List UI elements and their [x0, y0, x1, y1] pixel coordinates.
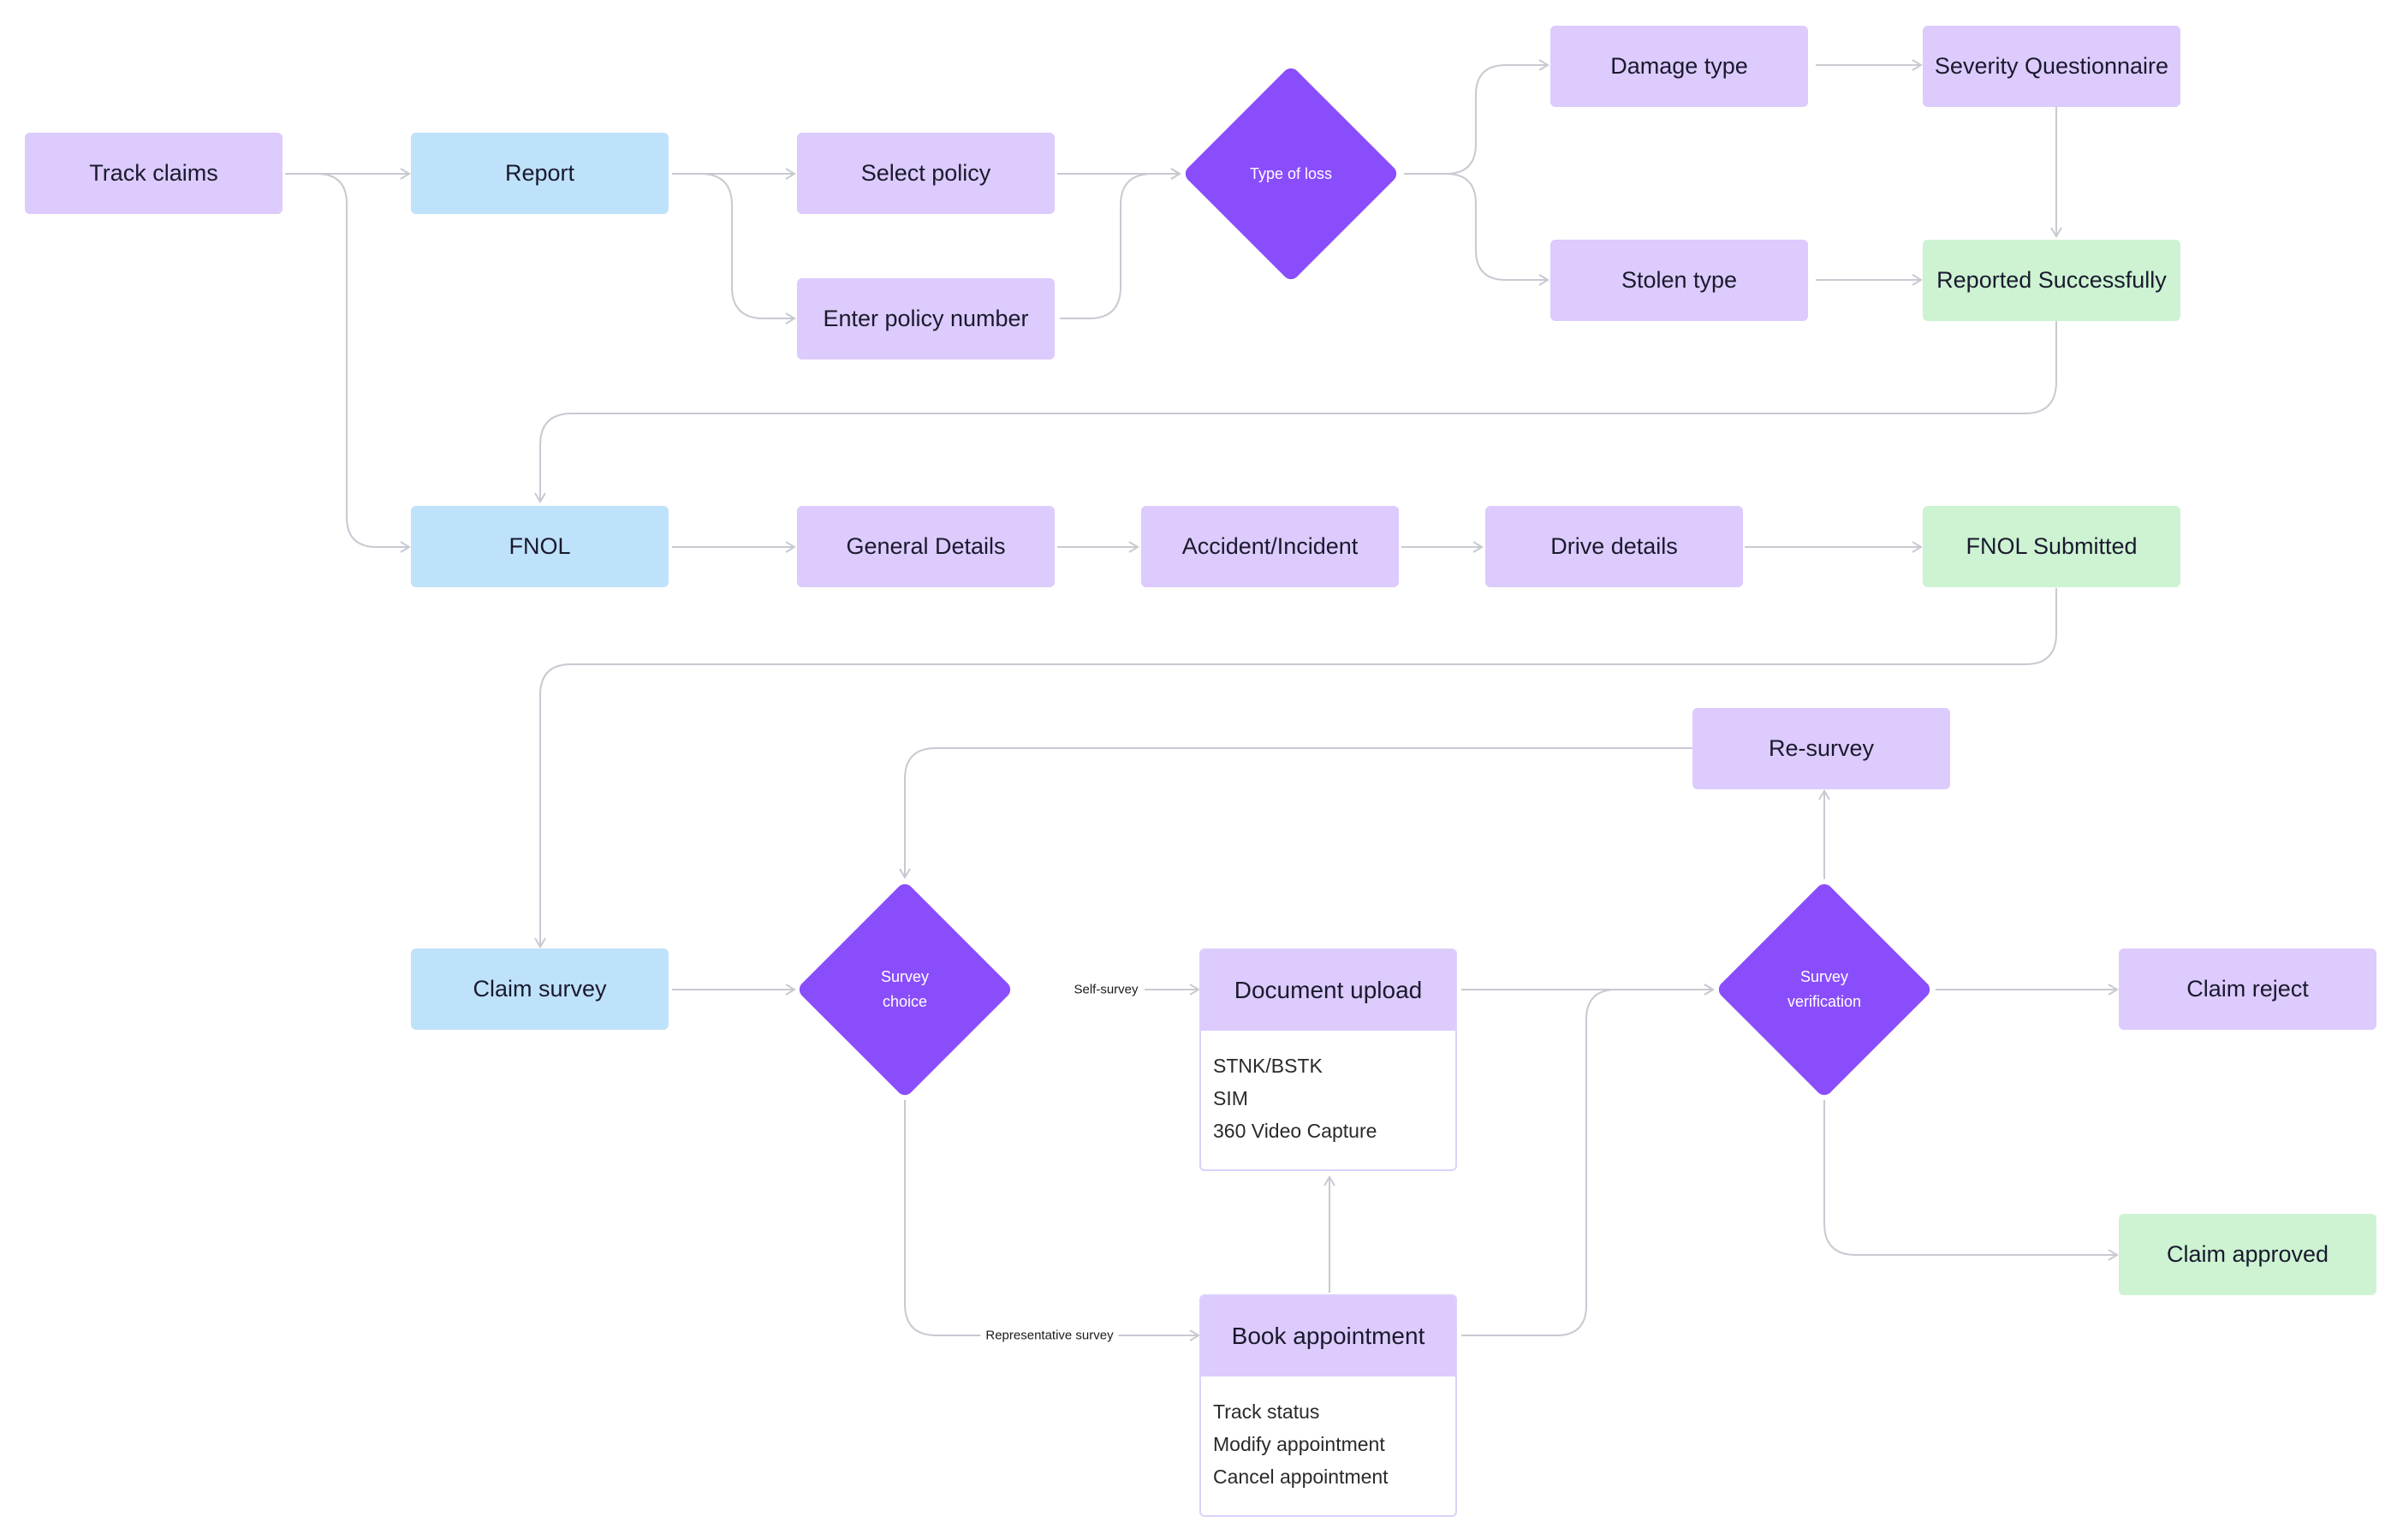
node-select-policy[interactable]: Select policy: [797, 133, 1055, 214]
edge-verification-approved: [1823, 1100, 2119, 1261]
list-item: STNK/BSTK: [1213, 1055, 1323, 1077]
node-drive-details[interactable]: Drive details: [1485, 506, 1743, 587]
node-severity-questionnaire[interactable]: Severity Questionnaire: [1923, 26, 2180, 107]
edge-enter-loss: [1060, 168, 1181, 319]
edge-report-enter: [672, 173, 796, 324]
edge-label-self-survey: Self-survey: [1068, 982, 1144, 997]
node-enter-policy-number[interactable]: Enter policy number: [797, 278, 1055, 360]
edge-track-fnol: [285, 173, 411, 553]
node-accident-incident[interactable]: Accident/Incident: [1141, 506, 1399, 587]
list-item: Modify appointment: [1213, 1433, 1385, 1455]
document-upload-items: STNK/BSTK SIM 360 Video Capture: [1201, 1031, 1455, 1147]
list-item: 360 Video Capture: [1213, 1120, 1377, 1142]
node-general-details[interactable]: General Details: [797, 506, 1055, 587]
edge-reported-fnol: [534, 320, 2057, 503]
node-claim-survey[interactable]: Claim survey: [411, 948, 669, 1030]
node-reported-successfully[interactable]: Reported Successfully: [1923, 240, 2180, 321]
node-fnol-submitted[interactable]: FNOL Submitted: [1923, 506, 2180, 587]
node-claim-approved[interactable]: Claim approved: [2119, 1214, 2376, 1295]
card-document-upload[interactable]: Document upload STNK/BSTK SIM 360 Video …: [1199, 948, 1457, 1171]
node-damage-type[interactable]: Damage type: [1550, 26, 1808, 107]
list-item: Cancel appointment: [1213, 1466, 1389, 1488]
edge-submitted-claimsurvey: [534, 588, 2057, 948]
list-item: Track status: [1213, 1400, 1320, 1423]
edge-book-verification: [1461, 984, 1715, 1336]
edge-resurvey-choice: [899, 747, 1695, 879]
node-fnol[interactable]: FNOL: [411, 506, 669, 587]
book-appointment-title: Book appointment: [1201, 1296, 1455, 1376]
decision-survey-verification[interactable]: Survey verification: [1715, 880, 1934, 1099]
node-track-claims[interactable]: Track claims: [25, 133, 283, 214]
edge-loss-damage: [1404, 59, 1549, 175]
node-re-survey[interactable]: Re-survey: [1692, 708, 1950, 789]
edge-choice-book: [904, 1100, 1200, 1341]
edge-label-representative-survey: Representative survey: [980, 1328, 1119, 1343]
edge-loss-stolen: [1404, 173, 1549, 286]
node-stolen-type[interactable]: Stolen type: [1550, 240, 1808, 321]
card-book-appointment[interactable]: Book appointment Track status Modify app…: [1199, 1294, 1457, 1517]
document-upload-title: Document upload: [1201, 950, 1455, 1031]
book-appointment-items: Track status Modify appointment Cancel a…: [1201, 1376, 1455, 1493]
list-item: SIM: [1213, 1087, 1248, 1109]
node-report[interactable]: Report: [411, 133, 669, 214]
decision-type-of-loss[interactable]: Type of loss: [1181, 64, 1401, 283]
decision-survey-choice[interactable]: Survey choice: [795, 880, 1014, 1099]
node-claim-reject[interactable]: Claim reject: [2119, 948, 2376, 1030]
